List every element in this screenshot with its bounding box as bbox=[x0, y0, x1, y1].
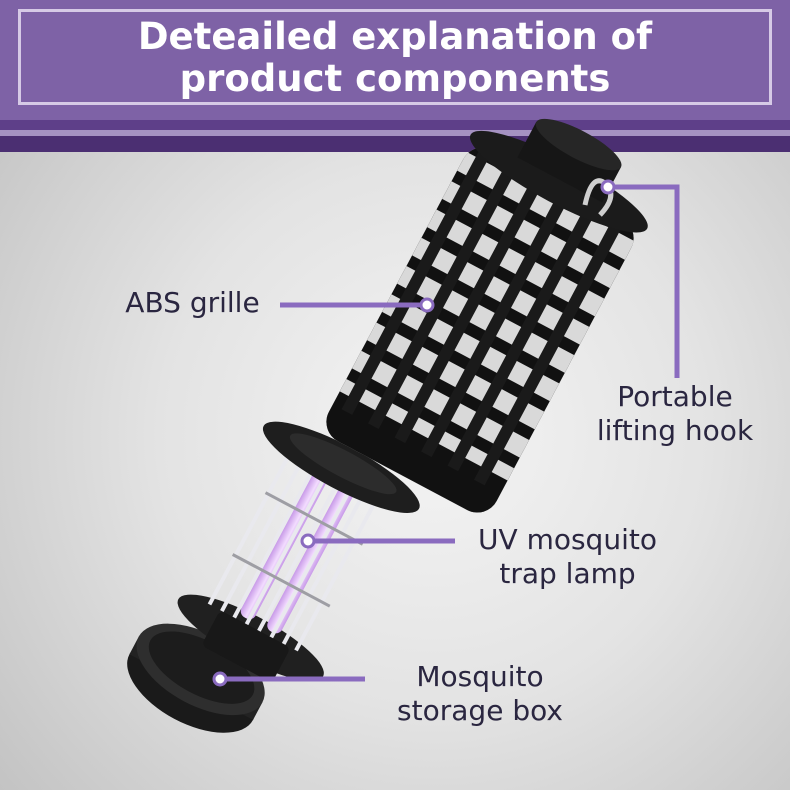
label-uv-lamp: UV mosquito trap lamp bbox=[460, 523, 675, 591]
label-text: Portable bbox=[617, 380, 733, 413]
abs-grille-part bbox=[318, 118, 648, 521]
callout-line-hook bbox=[608, 184, 680, 378]
callout-dot-box bbox=[212, 671, 228, 687]
header-stripe bbox=[0, 130, 790, 136]
label-lifting-hook: Portable lifting hook bbox=[585, 380, 765, 448]
label-text: Mosquito bbox=[416, 660, 544, 693]
label-abs-grille: ABS grille bbox=[110, 286, 275, 320]
page-title: Deteailed explanation of product compone… bbox=[0, 16, 790, 100]
header-frame bbox=[18, 9, 772, 105]
label-text: trap lamp bbox=[499, 557, 636, 590]
title-line-2: product components bbox=[179, 57, 611, 100]
label-text: storage box bbox=[397, 694, 563, 727]
title-line-1: Deteailed explanation of bbox=[137, 15, 653, 58]
callout-dot-uv bbox=[300, 533, 316, 549]
header-stripe bbox=[0, 120, 790, 130]
label-text: UV mosquito bbox=[478, 523, 657, 556]
uv-lamp-part bbox=[177, 421, 420, 681]
storage-box-part bbox=[127, 623, 265, 733]
callout-dot-grille bbox=[419, 297, 435, 313]
callout-dot-hook bbox=[600, 179, 616, 195]
label-text: ABS grille bbox=[125, 286, 260, 319]
header-banner: Deteailed explanation of product compone… bbox=[0, 0, 790, 120]
label-storage-box: Mosquito storage box bbox=[385, 660, 575, 728]
label-text: lifting hook bbox=[596, 414, 754, 447]
